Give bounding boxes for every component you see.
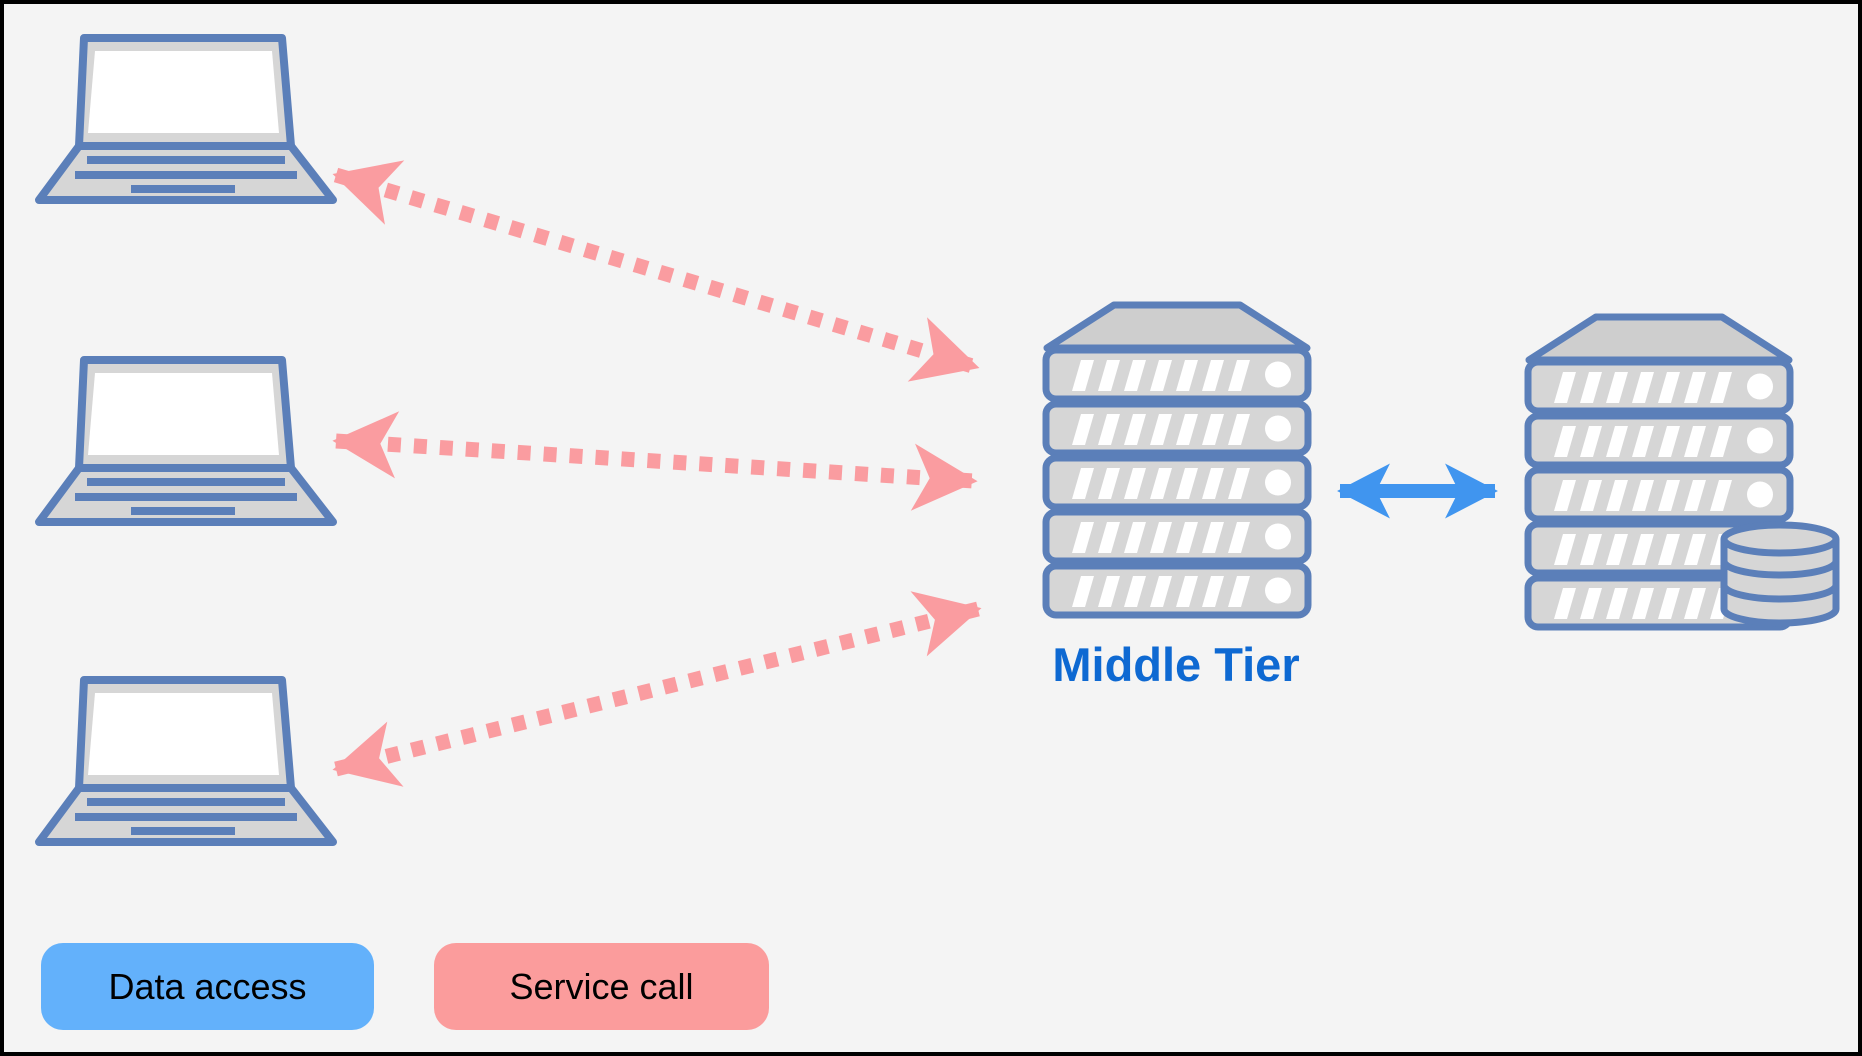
database-icon — [1720, 521, 1840, 627]
client-laptop-icon-2 — [39, 360, 333, 522]
middle-tier-server-icon — [1046, 305, 1308, 615]
legend-data-access: Data access — [41, 943, 374, 1030]
service-call-arrow-3 — [332, 591, 982, 787]
service-call-arrow-1 — [332, 160, 980, 382]
architecture-diagram — [4, 4, 1840, 1056]
backend-server-group — [1528, 317, 1840, 627]
client-laptop-icon-1 — [39, 38, 333, 200]
legend-service-call: Service call — [434, 943, 769, 1030]
middle-tier-label: Middle Tier — [1052, 638, 1300, 691]
service-call-arrow-2 — [332, 411, 978, 511]
client-laptop-icon-3 — [39, 680, 333, 842]
